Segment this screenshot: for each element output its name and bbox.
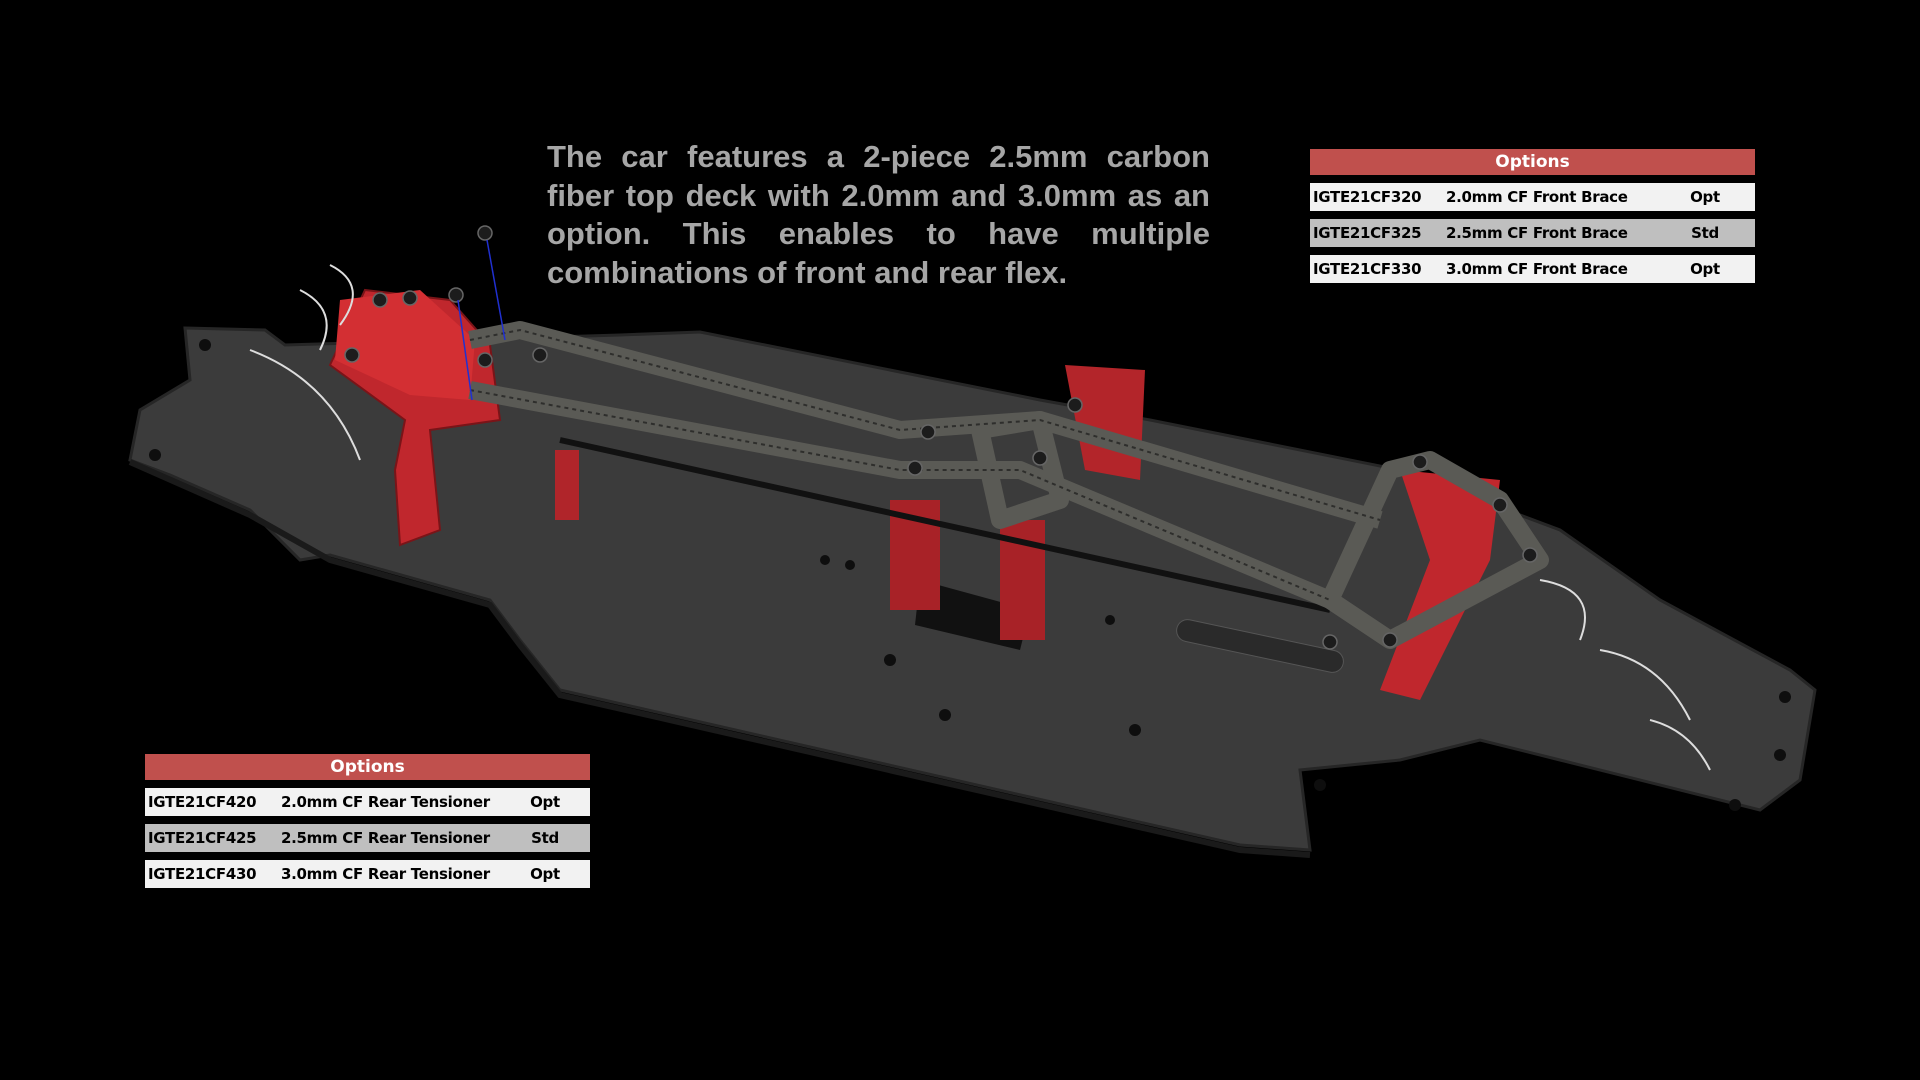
body-clip xyxy=(1539,579,1711,771)
part-number: IGTE21CF425 xyxy=(148,829,257,847)
part-type: Opt xyxy=(530,793,560,811)
part-number: IGTE21CF320 xyxy=(1313,188,1422,206)
table-row: IGTE21CF325 2.5mm CF Front Brace Std xyxy=(1310,219,1755,247)
part-description: 3.0mm CF Front Brace xyxy=(1446,260,1628,278)
part-description: 2.0mm CF Front Brace xyxy=(1446,188,1628,206)
table-row: IGTE21CF425 2.5mm CF Rear Tensioner Std xyxy=(145,824,590,852)
rear-tensioner-options-table: Options IGTE21CF420 2.0mm CF Rear Tension… xyxy=(145,754,590,896)
body-clip xyxy=(249,264,361,461)
part-type: Std xyxy=(1691,224,1719,242)
rear-bulkhead xyxy=(1380,470,1500,700)
chassis-plate xyxy=(128,326,1817,852)
assembly-line xyxy=(457,299,473,401)
table-row: IGTE21CF420 2.0mm CF Rear Tensioner Opt xyxy=(145,788,590,816)
part-number: IGTE21CF420 xyxy=(148,793,257,811)
part-description: 3.0mm CF Rear Tensioner xyxy=(281,865,490,883)
part-description: 2.5mm CF Rear Tensioner xyxy=(281,829,490,847)
table-row: IGTE21CF430 3.0mm CF Rear Tensioner Opt xyxy=(145,860,590,888)
table-header: Options xyxy=(1310,149,1755,175)
chassis-holes xyxy=(149,339,1791,811)
description-text: The car features a 2-piece 2.5mm carbon … xyxy=(547,139,1210,290)
part-number: IGTE21CF325 xyxy=(1313,224,1422,242)
table-header: Options xyxy=(145,754,590,780)
part-description: 2.5mm CF Front Brace xyxy=(1446,224,1628,242)
part-number: IGTE21CF430 xyxy=(148,865,257,883)
part-type: Opt xyxy=(1690,260,1720,278)
chassis-edge xyxy=(128,459,1311,858)
table-row: IGTE21CF330 3.0mm CF Front Brace Opt xyxy=(1310,255,1755,283)
red-post xyxy=(555,450,579,520)
front-bulkhead-plate xyxy=(335,290,475,400)
part-type: Opt xyxy=(1690,188,1720,206)
part-type: Std xyxy=(531,829,559,847)
chassis-slot xyxy=(1176,619,1344,673)
part-type: Opt xyxy=(530,865,560,883)
assembly-line xyxy=(486,239,506,341)
table-row: IGTE21CF320 2.0mm CF Front Brace Opt xyxy=(1310,183,1755,211)
part-number: IGTE21CF330 xyxy=(1313,260,1422,278)
part-description: 2.0mm CF Rear Tensioner xyxy=(281,793,490,811)
layshaft xyxy=(559,437,1331,613)
screws xyxy=(344,225,1538,650)
